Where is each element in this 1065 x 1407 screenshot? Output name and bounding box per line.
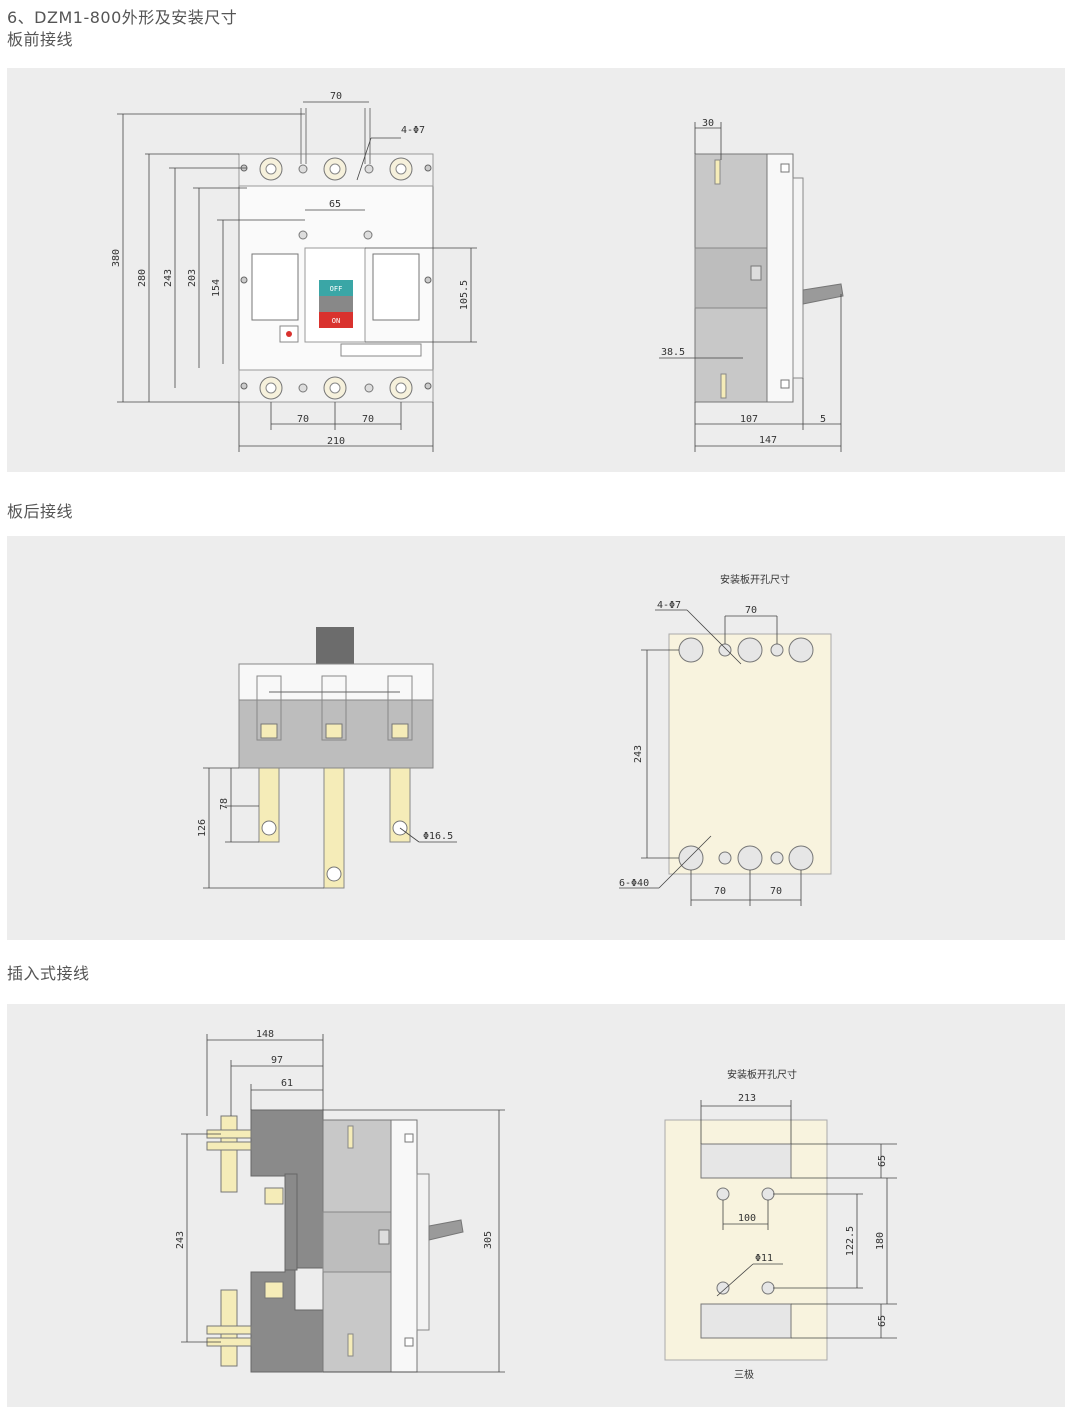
mount-dim-4-phi7: 4-Φ7 [657, 600, 681, 611]
top-terminals [240, 157, 432, 181]
plugin-dim-243: 243 [175, 1231, 186, 1249]
plugin-wiring-panel: 148 97 61 243 305 安装板开孔尺寸 213 65 100 122… [7, 1004, 1065, 1407]
dim-65: 65 [329, 199, 341, 210]
rear-wiring-diagram: 126 78 Φ16.5 安装板开孔尺寸 4-Φ7 70 243 6-Φ40 7… [197, 573, 832, 906]
page-title: 6、DZM1-800外形及安装尺寸 [7, 8, 238, 27]
mount-title: 安装板开孔尺寸 [720, 573, 790, 586]
mount-dim-243: 243 [633, 745, 644, 763]
mount-dim-70-top: 70 [745, 605, 757, 616]
breaker-side-view [694, 153, 844, 403]
cutout-bottom [700, 1303, 792, 1339]
indicator-dot [286, 331, 292, 337]
mount2-dim-65-top: 65 [877, 1155, 888, 1167]
mount2-dim-phi11: Φ11 [755, 1253, 773, 1264]
mount2-dim-65-bottom: 65 [877, 1315, 888, 1327]
plugin-dim-61: 61 [281, 1078, 293, 1089]
dim-107: 107 [740, 414, 758, 425]
dim-243: 243 [163, 269, 174, 287]
mount-dim-70-a: 70 [714, 886, 726, 897]
rear-wiring-panel: 126 78 Φ16.5 安装板开孔尺寸 4-Φ7 70 243 6-Φ40 7… [7, 536, 1065, 940]
section-heading-rear: 板后接线 [7, 502, 74, 521]
dim-70-a: 70 [297, 414, 309, 425]
mount2-dim-180: 180 [875, 1232, 886, 1250]
breaker-rear-view [238, 627, 434, 889]
plugin-wiring-diagram: 148 97 61 243 305 安装板开孔尺寸 213 65 100 122… [175, 1029, 897, 1381]
dim-147: 147 [759, 435, 777, 446]
section-heading-front: 板前接线 [7, 30, 74, 49]
mount2-caption: 三极 [734, 1368, 754, 1381]
off-button [319, 280, 353, 296]
dim-phi16-5: Φ16.5 [423, 831, 453, 842]
dim-30: 30 [702, 118, 714, 129]
dim-105-5: 105.5 [459, 280, 470, 310]
plugin-dim-148: 148 [256, 1029, 274, 1040]
mount2-dim-122-5: 122.5 [845, 1226, 856, 1256]
mount2-title: 安装板开孔尺寸 [727, 1068, 797, 1081]
front-wiring-panel: OFF ON 70 4-Φ7 65 380 280 243 203 154 10… [7, 68, 1065, 472]
dim-78: 78 [219, 798, 230, 810]
plugin-dim-305: 305 [483, 1231, 494, 1249]
dim-203: 203 [187, 269, 198, 287]
mount-dim-6-phi40: 6-Φ40 [619, 878, 649, 889]
front-wiring-diagram: OFF ON 70 4-Φ7 65 380 280 243 203 154 10… [111, 91, 844, 452]
mount2-dim-100: 100 [738, 1213, 756, 1224]
dim-38-5: 38.5 [661, 347, 685, 358]
dim-280: 280 [137, 269, 148, 287]
dim-4-phi7: 4-Φ7 [401, 125, 425, 136]
on-button [319, 312, 353, 328]
mount2-dim-213: 213 [738, 1093, 756, 1104]
off-label: OFF [330, 285, 343, 293]
section-heading-plugin: 插入式接线 [7, 964, 90, 983]
plugin-base-side-view [206, 1109, 464, 1373]
dim-154: 154 [211, 279, 222, 297]
dim-380: 380 [111, 249, 122, 267]
dim-70-top: 70 [330, 91, 342, 102]
mount-plate [668, 633, 832, 875]
dim-126: 126 [197, 819, 208, 837]
mount-dim-70-b: 70 [770, 886, 782, 897]
bottom-terminals [240, 376, 432, 400]
dim-210: 210 [327, 436, 345, 447]
cutout-top [700, 1143, 792, 1179]
on-label: ON [332, 317, 340, 325]
mount-holes [678, 637, 814, 871]
dim-70-b: 70 [362, 414, 374, 425]
dim-5: 5 [820, 414, 826, 425]
plugin-dim-97: 97 [271, 1055, 283, 1066]
